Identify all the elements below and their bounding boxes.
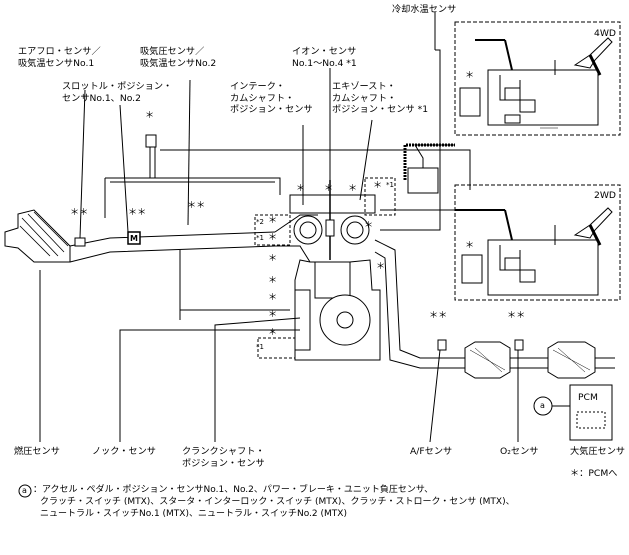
engine-head: [289, 180, 376, 260]
double-asterisk-marker: ＊＊: [507, 310, 526, 321]
asterisk-marker: ＊: [268, 275, 278, 286]
canister: [407, 167, 439, 194]
pcm-unit: [533, 384, 613, 441]
star1-marker: *1: [386, 181, 394, 189]
exhaust-system: [374, 239, 615, 379]
label-throttle-sensor: スロットル・ポジション・ センサNo.1、No.2: [62, 81, 173, 104]
asterisk-marker: ＊: [376, 261, 386, 272]
fuel-tank-2wd: [454, 184, 621, 301]
label-intake-cam-sensor: インテーク・ カムシャフト・ ポジション・センサ: [230, 81, 313, 115]
footnote-circle: [18, 484, 32, 498]
fuel-tank-4wd: [454, 21, 621, 136]
footnote-line-3: ニュートラル・スイッチNo.1 (MTX)、ニュートラル・スイッチNo.2 (M…: [40, 509, 347, 519]
label-map-sensor: 吸気圧センサ／ 吸気温センサNo.2: [140, 46, 217, 69]
asterisk-marker: ＊: [465, 240, 475, 251]
double-asterisk-marker: ＊＊: [70, 207, 89, 218]
label-ion-sensor: イオン・センサ No.1～No.4 *1: [292, 46, 357, 69]
asterisk-marker: ＊: [364, 220, 374, 231]
asterisk-marker: ＊: [268, 292, 278, 303]
double-asterisk-marker: ＊＊: [429, 310, 448, 321]
star1-marker: *1: [256, 343, 264, 351]
asterisk-marker: ＊: [145, 110, 155, 121]
label-pcm: PCM: [578, 392, 598, 403]
double-asterisk-marker: ＊＊: [128, 207, 147, 218]
label-knock-sensor: ノック・センサ: [92, 446, 156, 457]
label-exhaust-cam-sensor: エキゾースト・ カムシャフト・ ポジション・センサ *1: [332, 81, 429, 115]
pcm-a-marker: a: [540, 401, 545, 410]
label-o2-sensor: O₂センサ: [500, 446, 539, 457]
asterisk-marker: ＊: [268, 215, 278, 226]
star2-marker: *2: [256, 218, 264, 226]
label-2wd: 2WD: [594, 190, 617, 201]
label-fuel-pressure-sensor: 燃圧センサ: [14, 446, 60, 457]
footnote-line-2: クラッチ・スイッチ (MTX)、スタータ・インターロック・スイッチ (MTX)、…: [40, 497, 515, 507]
asterisk-marker: ＊: [373, 180, 383, 191]
air-cleaner: [4, 209, 71, 263]
intake-duct: [69, 231, 276, 263]
label-coolant-temp-sensor: 冷却水温センサ: [392, 4, 457, 15]
footnote-line-1: ：アクセル・ペダル・ポジション・センサNo.1、No.2、パワー・ブレーキ・ユニ…: [33, 485, 434, 495]
star1-marker: *1: [256, 234, 264, 242]
engine-block: [294, 259, 381, 361]
asterisk-marker: ＊: [465, 70, 475, 81]
label-4wd: 4WD: [594, 28, 617, 39]
asterisk-marker: ＊: [296, 183, 306, 194]
asterisk-marker: ＊: [268, 327, 278, 338]
asterisk-marker: ＊: [268, 232, 278, 243]
throttle-motor: [127, 231, 141, 245]
label-crank-sensor: クランクシャフト・ ポジション・センサ: [182, 446, 265, 469]
asterisk-marker: ＊: [324, 183, 334, 194]
motor-m-marker: M: [130, 234, 138, 243]
label-af-sensor: A/Fセンサ: [410, 446, 453, 457]
asterisk-marker: ＊: [348, 183, 358, 194]
note-to-pcm: ＊：PCMへ: [570, 468, 618, 479]
label-baro-sensor: 大気圧センサ: [570, 446, 626, 457]
footnote-a-marker: a: [22, 486, 27, 495]
double-asterisk-marker: ＊＊: [187, 200, 206, 211]
asterisk-marker: ＊: [268, 253, 278, 264]
asterisk-marker: ＊: [268, 309, 278, 320]
label-airflow-sensor: エアフロ・センサ／ 吸気温センサNo.1: [18, 46, 101, 69]
